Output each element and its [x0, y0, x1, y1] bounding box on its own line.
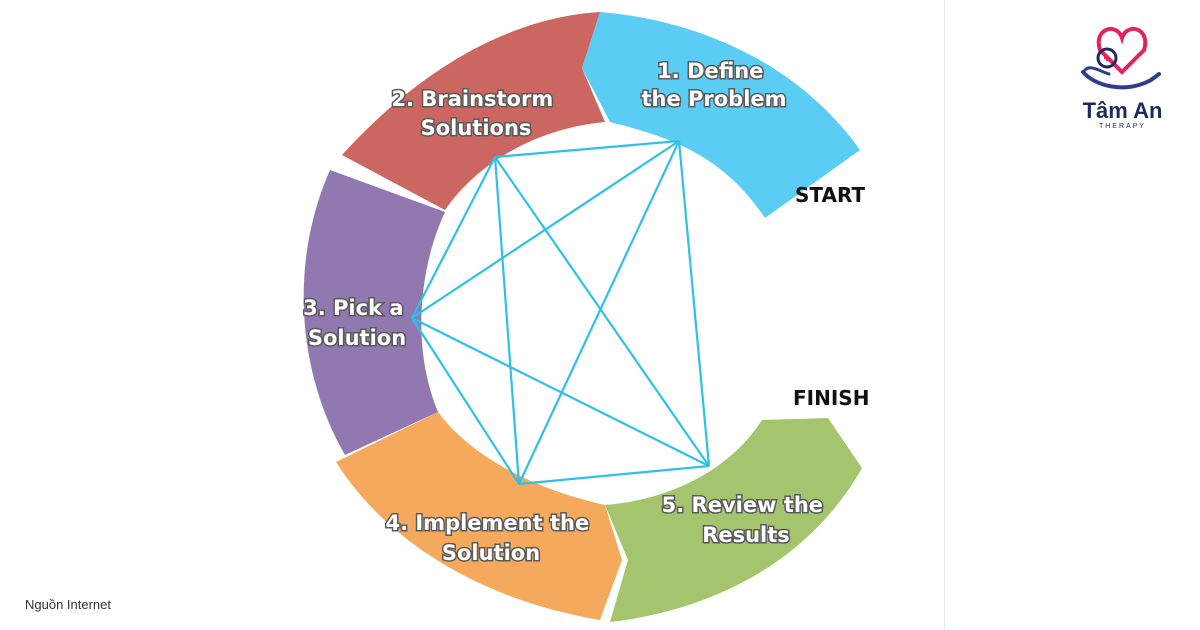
- step-2-label: 2. Brainstorm Solutions: [391, 87, 560, 140]
- connector-line: [677, 140, 711, 467]
- connector-network: [411, 139, 711, 486]
- step-4-label: 4. Implement the Solution: [385, 511, 596, 565]
- connector-line: [494, 156, 710, 467]
- connector-line: [411, 317, 520, 485]
- connector-line: [411, 140, 680, 319]
- segment-review: [605, 418, 862, 622]
- segment-implement: [336, 412, 622, 620]
- segment-brainstorm: [342, 12, 605, 210]
- segment-pick-solution: [303, 170, 445, 455]
- vertical-divider: [944, 0, 945, 630]
- connector-line: [518, 140, 680, 485]
- brand-name: Tâm An: [1082, 98, 1163, 123]
- start-label: START: [795, 183, 865, 207]
- brand-subtitle: THERAPY: [1098, 123, 1147, 130]
- finish-label: FINISH: [793, 386, 869, 410]
- source-credit: Nguồn Internet: [25, 597, 112, 612]
- step-1-label: 1. Define the Problem: [641, 59, 786, 111]
- connector-line: [411, 156, 496, 319]
- connector-line: [493, 156, 521, 485]
- connector-line: [411, 317, 710, 467]
- brand-logo: Tâm An THERAPY: [1055, 20, 1190, 145]
- step-5-label: 5. Review the Results: [662, 493, 831, 547]
- connector-line: [494, 139, 680, 159]
- heart-hand-icon: [1081, 27, 1161, 90]
- step-3-label: 3. Pick a Solution: [303, 296, 411, 350]
- segment-define-problem: [582, 12, 860, 218]
- connector-line: [518, 464, 710, 486]
